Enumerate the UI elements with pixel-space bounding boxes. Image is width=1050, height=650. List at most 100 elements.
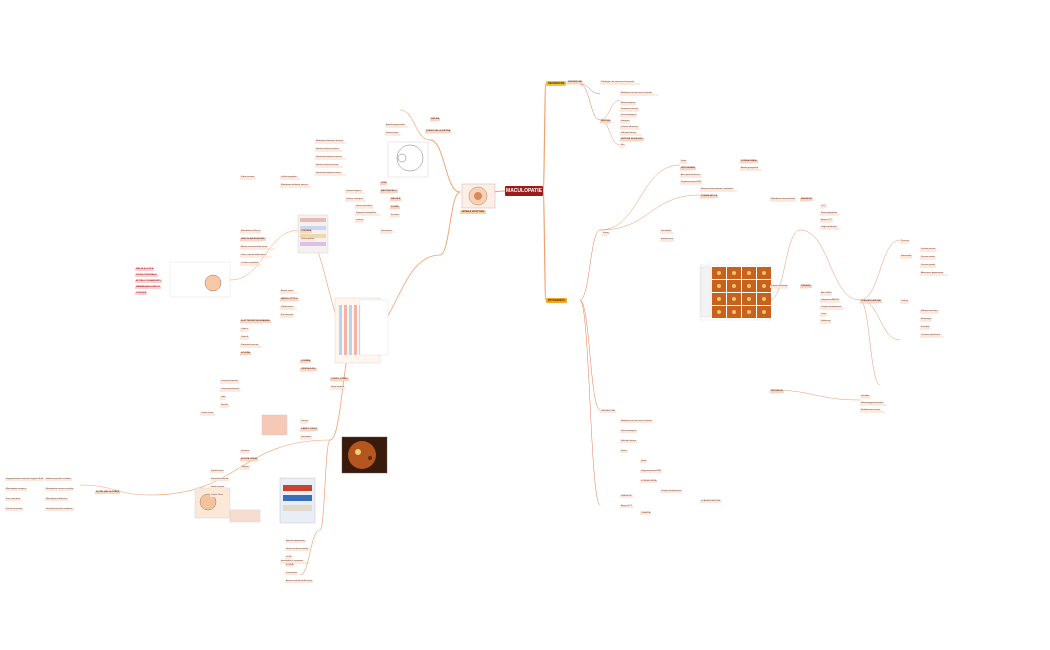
map-node[interactable]: Strato plessiforme interno <box>315 172 342 176</box>
map-node[interactable]: Potenziali evocati <box>210 478 230 482</box>
map-node[interactable]: Terapia fotodinamica <box>820 306 843 310</box>
map-node[interactable]: Epitelio pigmentato <box>285 540 306 544</box>
map-node[interactable]: Retinopatia sierosa centrale <box>45 488 75 492</box>
map-node[interactable]: Visione fotopica <box>345 190 363 194</box>
map-node[interactable]: Escavazione <box>280 314 295 318</box>
map-node[interactable]: Membrana limitante interna <box>280 184 309 188</box>
map-node[interactable]: Arteria centrale della retina <box>240 246 269 250</box>
map-node[interactable]: MACULA LUTEA <box>135 268 155 272</box>
map-node[interactable]: Atrofia geografica <box>740 167 760 171</box>
map-node[interactable]: CORNEA <box>300 360 312 364</box>
map-node[interactable]: Cicatrice disciforme <box>920 334 942 338</box>
map-node[interactable]: Strato nucleare esterno <box>315 148 340 152</box>
map-node[interactable]: Fluorangiografia <box>820 212 838 216</box>
map-node[interactable]: CLASSIFICAZIONE <box>700 500 722 504</box>
map-node[interactable]: Pupilla <box>220 404 229 408</box>
map-node[interactable]: TERAPIA <box>640 512 652 516</box>
map-node[interactable]: Distrofie maculari ereditarie <box>45 508 74 512</box>
map-node[interactable]: COROIDE <box>300 230 313 234</box>
topic-anatomia[interactable]: RETINA E STRUTTURE <box>460 210 486 214</box>
map-node[interactable]: Epitelio pigmentato <box>385 124 406 128</box>
map-node[interactable]: CONI <box>380 182 388 186</box>
map-node[interactable]: Arterie ciliari <box>280 290 295 294</box>
map-node[interactable]: Emorragie <box>920 318 933 322</box>
map-node[interactable]: Coriocapillare <box>300 238 316 242</box>
map-node[interactable]: DEFINIZIONE <box>567 81 583 85</box>
map-node[interactable]: Fotorecettori <box>385 132 400 136</box>
map-node[interactable]: Monitoraggio periodico <box>860 402 885 406</box>
map-node[interactable]: Luteina <box>355 219 365 223</box>
map-node[interactable]: Pigmento xantofillico <box>355 212 378 216</box>
map-node[interactable]: Potenziali evocati <box>240 344 260 348</box>
map-node[interactable]: Perimetria <box>300 436 312 440</box>
map-node[interactable]: Riabilitazione visiva <box>860 409 882 413</box>
map-node[interactable]: Tardiva <box>900 300 910 304</box>
map-node[interactable]: Degenerazione EPR <box>680 181 702 185</box>
map-node[interactable]: Camera anteriore <box>220 380 240 384</box>
map-node[interactable]: Corpo ciliare <box>210 494 225 498</box>
map-node[interactable]: Terapia fotodinamica <box>660 490 683 494</box>
map-node[interactable]: MEMBRANA DI BRUCH <box>135 286 162 290</box>
map-node[interactable]: Visione offuscata <box>620 126 639 130</box>
map-node[interactable]: Essudati <box>920 326 931 330</box>
map-node[interactable]: Zonula <box>300 420 309 424</box>
map-node[interactable]: Angio-OCT <box>820 219 833 223</box>
topic-patogenesi[interactable]: PATOGENESI <box>546 298 567 303</box>
map-node[interactable]: Discromatopsia <box>620 114 638 118</box>
root-topic[interactable]: MACULOPATIE <box>505 186 543 196</box>
map-node[interactable]: Dieta <box>640 460 648 464</box>
map-node[interactable]: Circolo coroideale <box>240 262 260 266</box>
map-node[interactable]: Drusen piccole <box>920 248 937 252</box>
map-node[interactable]: Umor acqueo <box>210 486 226 490</box>
map-node[interactable]: Strato plessiforme esterno <box>315 156 343 160</box>
map-node[interactable]: ACUITÀ VISIVA <box>240 458 258 462</box>
map-node[interactable]: Maculopatia diabetica <box>45 498 69 502</box>
map-node[interactable]: CAMPO VISIVO <box>300 428 319 432</box>
map-node[interactable]: SINTOMI <box>600 120 612 124</box>
map-node[interactable]: Maculopatia miopica <box>5 488 27 492</box>
map-node[interactable]: Difficoltà lettura <box>620 132 638 136</box>
map-node[interactable]: FORMA SECCA <box>700 195 719 199</box>
map-node[interactable]: CLASSIFICAZIONE <box>860 300 882 304</box>
map-node[interactable]: Pucker maculare <box>5 508 24 512</box>
map-node[interactable]: NERVO OTTICO <box>280 298 299 302</box>
map-node[interactable]: CORPO VITREO <box>330 378 349 382</box>
map-node[interactable]: DIAGNOSI <box>800 198 813 202</box>
map-node[interactable]: Alterazioni pigmentarie <box>920 272 945 276</box>
map-node[interactable]: Zeaxantina <box>380 230 393 234</box>
map-node[interactable]: Familiarità <box>660 230 673 234</box>
map-node[interactable]: Drusen medie <box>920 256 936 260</box>
map-node[interactable]: Discromatopsia <box>620 430 638 434</box>
map-node[interactable]: FOVEA <box>390 206 400 210</box>
map-node[interactable]: SCLERA <box>240 352 251 356</box>
map-node[interactable]: FOVEA CENTRALIS <box>135 274 158 278</box>
map-node[interactable]: TERAPIA <box>800 285 812 289</box>
map-node[interactable]: Edema maculare <box>920 310 939 314</box>
map-node[interactable]: FATTORI DI RISCHIO <box>620 138 644 142</box>
map-node[interactable]: FOVEA <box>285 564 295 568</box>
map-node[interactable]: Camera posteriore <box>220 388 241 392</box>
map-node[interactable]: Intermedia <box>900 255 913 259</box>
map-node[interactable]: Neovascolarizzazione coroideale <box>700 188 734 192</box>
map-node[interactable]: Edema maculare cistoide <box>45 478 72 482</box>
map-node[interactable]: Età <box>620 144 626 148</box>
map-node[interactable]: Dieta <box>680 160 688 164</box>
map-node[interactable]: Patologia che interessa la macula <box>600 81 635 85</box>
map-node[interactable]: Scotoma centrale <box>620 108 640 112</box>
map-node[interactable]: Zona avascolare <box>355 205 374 209</box>
map-node[interactable]: FORMA UMIDA <box>640 480 658 484</box>
map-node[interactable]: COROIDE <box>135 292 148 296</box>
map-node[interactable]: Membrana neovascolare <box>770 198 797 202</box>
map-node[interactable]: Umor acqueo <box>330 386 346 390</box>
map-node[interactable]: Fotopsie <box>620 120 631 124</box>
map-node[interactable]: ALTRE MACULOPATIE <box>95 491 121 495</box>
map-node[interactable]: Strato nucleare interno <box>285 548 310 552</box>
map-node[interactable]: DIAGNOSI <box>620 495 633 499</box>
map-node[interactable]: Fumo <box>620 450 628 454</box>
map-node[interactable]: Degenerazione EPR <box>640 470 662 474</box>
map-node[interactable]: Arteria centrale della retina <box>285 580 314 584</box>
map-node[interactable]: Membrana di Bruch <box>240 230 262 234</box>
map-node[interactable]: Visione scotopica <box>345 198 364 202</box>
map-node[interactable]: Strato nucleare interno <box>315 164 340 168</box>
map-node[interactable]: Degenerazione maculare legata all'età <box>5 478 45 482</box>
